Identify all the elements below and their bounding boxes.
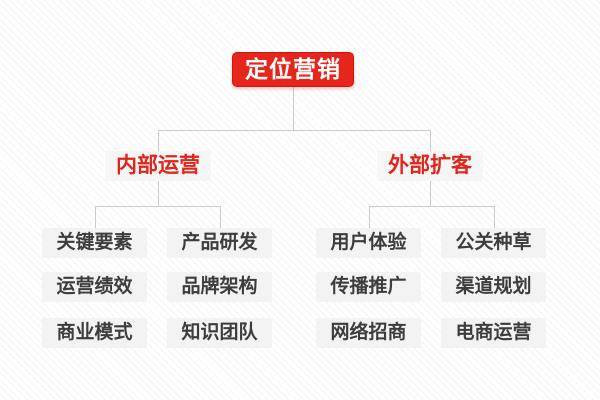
- connector-left-sub-horizontal: [95, 206, 220, 207]
- connector-root-stub: [293, 87, 294, 130]
- leaf-node: 产品研发: [167, 228, 272, 258]
- leaf-node: 商业模式: [42, 318, 147, 348]
- leaf-node: 传播推广: [316, 272, 421, 302]
- connector-drop-right-col-b: [494, 206, 495, 228]
- leaf-node: 用户体验: [316, 228, 421, 258]
- leaf-node: 关键要素: [42, 228, 147, 258]
- connector-main-horizontal: [158, 130, 431, 131]
- connector-drop-left-branch: [158, 130, 159, 151]
- root-node: 定位营销: [232, 52, 354, 87]
- connector-drop-right-col-a: [369, 206, 370, 228]
- connector-drop-left-col-b: [220, 206, 221, 228]
- connector-drop-left-col-a: [95, 206, 96, 228]
- leaf-node: 公关种草: [441, 228, 546, 258]
- leaf-node: 网络招商: [316, 318, 421, 348]
- branch-node-external-acquisition: 外部扩客: [377, 151, 483, 181]
- leaf-node: 知识团队: [167, 318, 272, 348]
- connector-right-sub-horizontal: [369, 206, 494, 207]
- leaf-node: 运营绩效: [42, 272, 147, 302]
- connector-left-branch-stub: [158, 181, 159, 206]
- connector-right-branch-stub: [430, 181, 431, 206]
- leaf-node: 品牌架构: [167, 272, 272, 302]
- connector-drop-right-branch: [430, 130, 431, 151]
- branch-node-internal-operations: 内部运营: [105, 151, 211, 181]
- leaf-node: 渠道规划: [441, 272, 546, 302]
- leaf-node: 电商运营: [441, 318, 546, 348]
